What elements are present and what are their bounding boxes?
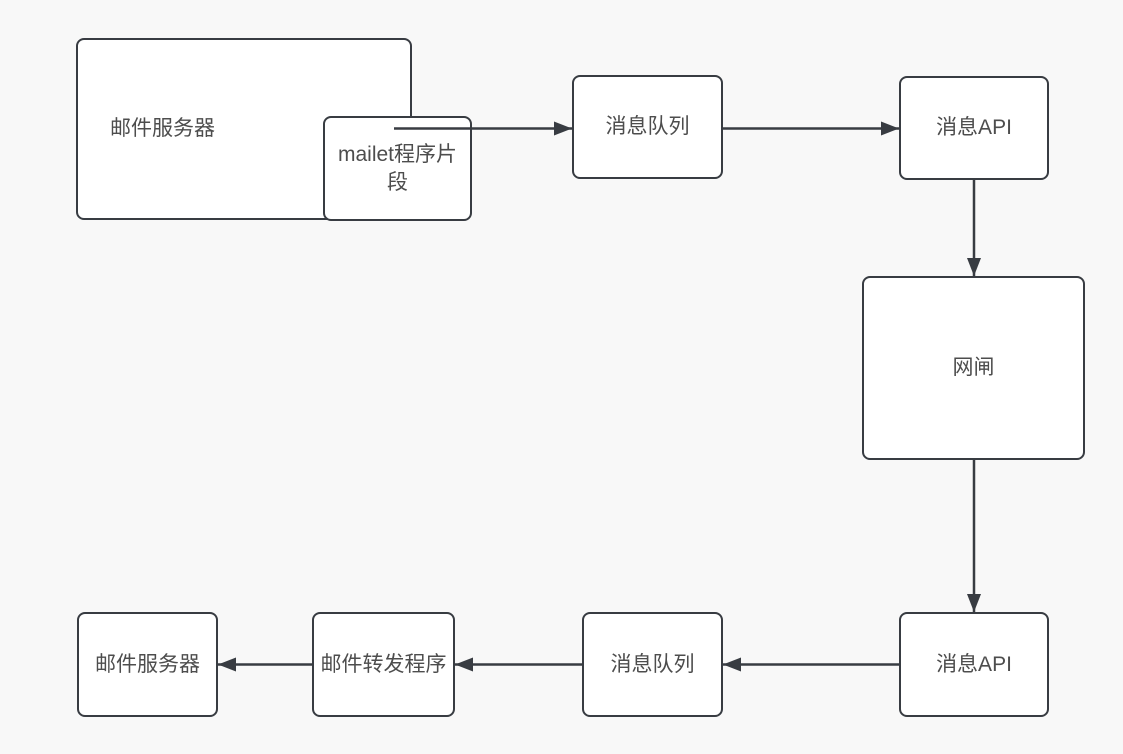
node-message-api-top: 消息API	[899, 76, 1049, 180]
node-message-queue-top: 消息队列	[572, 75, 723, 179]
node-message-api-bottom: 消息API	[899, 612, 1049, 717]
node-gatekeeper-label: 网闸	[952, 356, 995, 380]
node-message-queue-top-label: 消息队列	[605, 115, 690, 139]
node-mail-server-source: 邮件服务器 mailet程序片段	[76, 38, 472, 221]
node-mail-server-dest-label: 邮件服务器	[95, 652, 200, 676]
node-mail-forwarder: 邮件转发程序	[312, 612, 455, 717]
node-mail-server-dest: 邮件服务器	[77, 612, 218, 717]
node-message-queue-bottom: 消息队列	[582, 612, 723, 717]
node-message-api-top-label: 消息API	[936, 116, 1012, 140]
node-mailet: mailet程序片段	[323, 116, 472, 221]
node-message-queue-bottom-label: 消息队列	[610, 652, 695, 676]
node-mailet-label: mailet程序片段	[337, 143, 458, 194]
node-gatekeeper: 网闸	[862, 276, 1085, 460]
node-mail-forwarder-label: 邮件转发程序	[320, 652, 447, 676]
node-message-api-bottom-label: 消息API	[936, 652, 1012, 676]
node-mail-server-source-label: 邮件服务器	[110, 117, 215, 141]
